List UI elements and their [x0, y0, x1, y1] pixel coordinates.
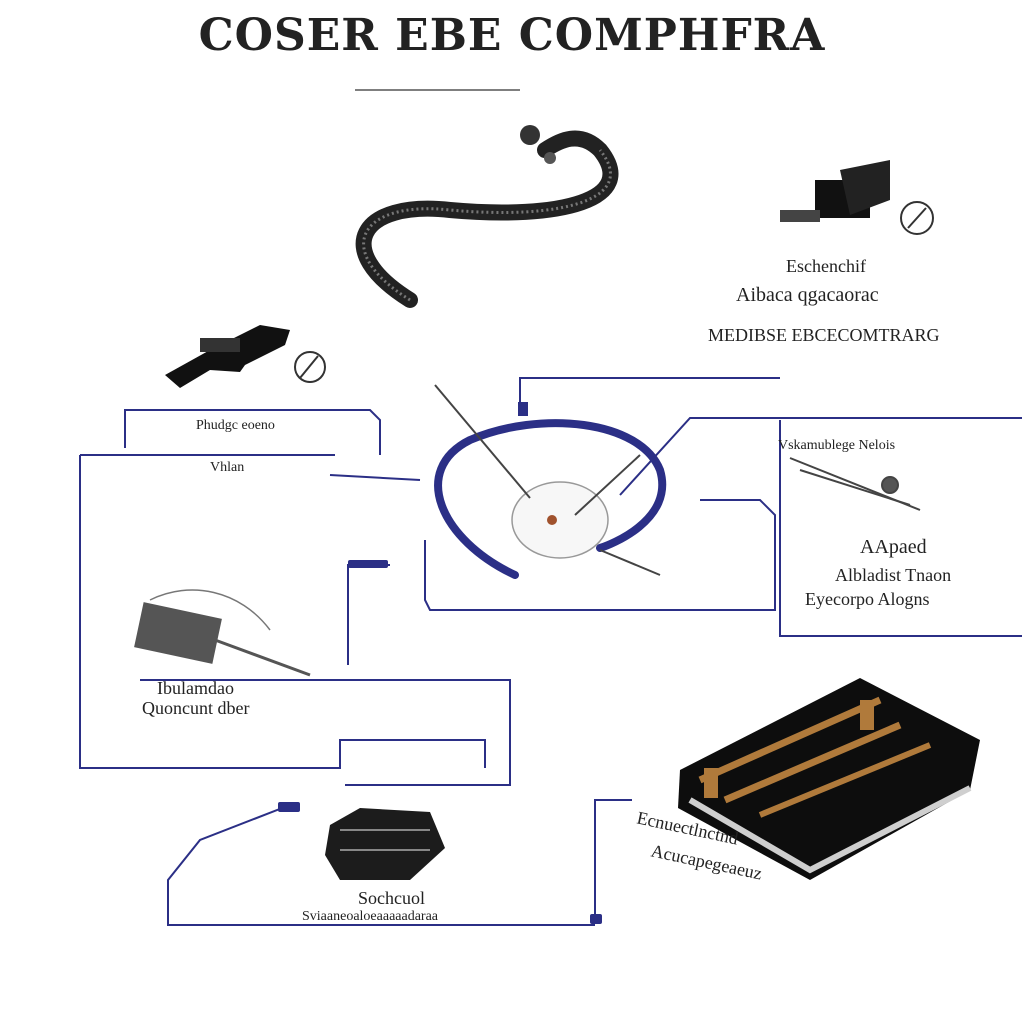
- probe-sketch-icon: [789, 457, 921, 511]
- label-left-bottom-1: Ibulamdao: [157, 678, 234, 698]
- label-right-box-mid-3: Eyecorpo Alogns: [805, 589, 930, 609]
- central-hub: [434, 384, 667, 579]
- label-right-box-mid-1: AApaed: [860, 536, 927, 558]
- chip-device-icon: [325, 808, 445, 880]
- connector-node: [590, 914, 602, 924]
- label-left-bottom-2: Quoncunt dber: [142, 698, 250, 718]
- label-left-box-2: Vhlan: [210, 460, 245, 475]
- connector-node: [348, 560, 388, 568]
- label-top-right-3: MEDIBSE EBCECOMTRARG: [708, 325, 940, 345]
- label-bottom-line: Sviaaneoaloeaaaaadaraa: [302, 909, 439, 924]
- connector-node: [278, 802, 300, 812]
- label-top-right-2: Aibaca qgacaorac: [736, 284, 879, 306]
- brush-tool-icon: [134, 589, 311, 677]
- tool-device-icon: [165, 325, 326, 388]
- circuit-board-icon: [678, 678, 980, 880]
- label-right-box-top: Vskamublege Nelois: [778, 438, 896, 453]
- label-right-box-mid-2: Albladist Tnaon: [835, 565, 952, 585]
- label-left-box-1: Phudgc eoeno: [196, 418, 275, 433]
- camera-device-icon: [780, 160, 934, 235]
- cable-illustration: [355, 125, 619, 308]
- connector-node: [518, 402, 528, 416]
- diagram-title: COSER EBE COMPHFRA: [198, 10, 826, 61]
- label-top-right-1: Eschenchif: [786, 256, 866, 276]
- label-bottom-center: Sochcuol: [358, 888, 425, 908]
